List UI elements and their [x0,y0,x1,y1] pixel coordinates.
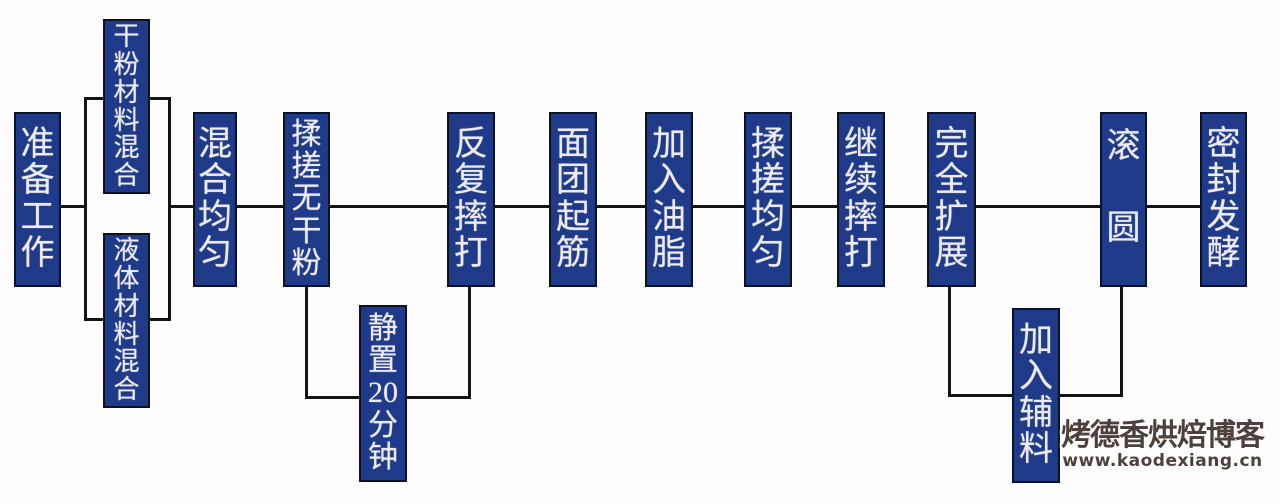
connector-line [468,287,471,399]
connector-line [597,205,645,208]
node-label-char: 分 [368,408,398,442]
node-label-char: 揉 [291,118,322,152]
connector-line [976,205,1100,208]
node-label-char: 料 [113,105,140,135]
node-label-char: 发 [1206,198,1241,236]
node-label-char: 打 [454,234,488,272]
node-label-char: 复 [454,162,488,200]
node-label-char: 料 [1019,430,1053,468]
connector-line [1120,287,1123,397]
node-label-char: 滚 [1106,128,1141,165]
node-label-char: 入 [1019,358,1053,396]
node-label-char: 脂 [652,234,686,272]
node-label-char: 揉 [751,125,785,163]
connector-line [84,97,87,321]
flow-node-rounding: 滚圆 [1100,112,1147,287]
node-label-char: 完 [934,125,969,163]
node-label-char: 搓 [751,162,785,200]
node-label-char: 干 [291,214,322,248]
node-label-char: 钟 [368,440,398,474]
node-label-char: 混 [113,133,140,163]
node-label-char: 继 [844,125,878,163]
node-label-char: 置 [368,344,398,378]
node-label-char: 体 [113,263,140,293]
node-label-char: 起 [556,198,590,236]
flow-node-sealed-fermentation: 密封发酵 [1200,112,1247,287]
node-label-char: 摔 [844,198,878,236]
node-label-char: 油 [652,198,686,236]
node-label-char: 混 [198,125,232,163]
node-label-char: 均 [198,198,232,236]
node-label-char: 展 [934,234,969,272]
connector-line [885,205,927,208]
node-label-char: 全 [934,162,969,200]
node-label-char: 筋 [556,234,590,272]
node-label-char: 干 [113,22,140,52]
node-label-char: 面 [556,125,590,163]
node-label-char: 20 [368,376,398,410]
node-label-char: 加 [652,125,686,163]
node-label-char: 工 [20,198,55,236]
node-label-char: 料 [113,319,140,349]
connector-line [305,287,308,399]
node-label-char: 扩 [934,198,969,236]
watermark: 烤德香烘焙博客 www.kaodexiang.cn [1061,418,1265,471]
node-label-char: 作 [20,234,55,272]
node-label-char: 匀 [198,234,232,272]
node-label-char: 封 [1206,162,1241,200]
node-label-char: 粉 [113,49,140,79]
node-label-char: 液 [113,236,140,266]
flow-node-add-extras: 加入辅料 [1012,308,1060,483]
connector-line [237,205,283,208]
node-label-char: 合 [113,375,140,405]
connector-line [170,205,193,208]
connector-line [1147,205,1200,208]
node-label-char: 准 [20,125,55,163]
connector-line [948,287,951,397]
node-label-char: 反 [454,125,488,163]
watermark-url: www.kaodexiang.cn [1062,450,1263,471]
node-label-char: 摔 [454,198,488,236]
node-label-char: 粉 [291,246,322,280]
node-label-char: 加 [1019,321,1053,359]
flow-node-add-oil: 加入油脂 [645,112,693,287]
node-label-char: 续 [844,162,878,200]
flow-node-repeated-slapping: 反复摔打 [447,112,495,287]
connector-line [693,205,744,208]
node-label-char: 备 [20,162,55,200]
flow-node-continue-slapping: 继续摔打 [837,112,885,287]
flow-node-full-expansion: 完全扩展 [927,112,976,287]
flow-node-dry-mix: 干粉材料混合 [103,19,150,194]
connector-line [330,205,447,208]
node-label-char: 团 [556,162,590,200]
node-label-char: 入 [652,162,686,200]
node-label-char: 合 [198,162,232,200]
flow-node-dough-gluten: 面团起筋 [549,112,597,287]
watermark-title: 烤德香烘焙博客 [1061,418,1265,453]
connector-line [61,205,84,208]
connector-line [495,205,549,208]
connector-line [792,205,837,208]
node-label-char: 静 [368,312,398,346]
node-label-char: 密 [1206,125,1241,163]
connector-line [168,97,171,321]
node-label-char: 辅 [1019,394,1053,432]
node-label-char: 搓 [291,150,322,184]
node-label-char: 打 [844,234,878,272]
node-label-char: 合 [113,161,140,191]
flow-node-prepare: 准备工作 [14,112,61,287]
flow-node-mix-even: 混合均匀 [193,112,237,287]
node-label-char: 混 [113,347,140,377]
flow-node-liquid-mix: 液体材料混合 [103,233,150,408]
node-label-char: 无 [291,182,322,216]
node-label-char: 圆 [1106,210,1141,248]
node-label-char: 材 [113,77,140,107]
flow-node-knead-evenly: 揉搓均匀 [744,112,792,287]
node-label-char: 均 [751,198,785,236]
flow-node-knead-no-dry-flour: 揉搓无干粉 [283,112,330,287]
node-label-char: 匀 [751,234,785,272]
node-label-char: 材 [113,291,140,321]
node-label-char: 酵 [1206,234,1241,272]
